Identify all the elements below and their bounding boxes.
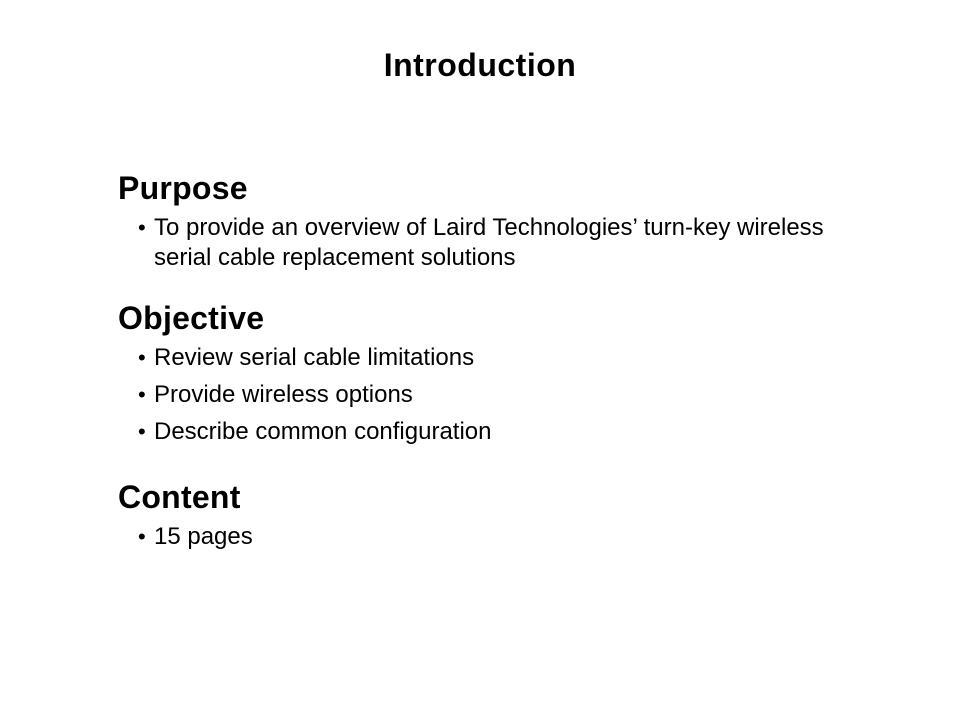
list-item: • Provide wireless options (118, 380, 844, 410)
bullet-list-content: • 15 pages (118, 522, 844, 552)
bullet-list-purpose: • To provide an overview of Laird Techno… (118, 213, 844, 273)
bullet-text: To provide an overview of Laird Technolo… (154, 214, 824, 271)
section-objective: Objective • Review serial cable limitati… (118, 299, 844, 447)
list-item: • Review serial cable limitations (118, 343, 844, 373)
section-content: Content • 15 pages (118, 478, 844, 552)
bullet-icon: • (138, 382, 146, 407)
bullet-icon: • (138, 419, 146, 444)
bullet-icon: • (138, 524, 146, 549)
bullet-icon: • (138, 345, 146, 370)
slide-title: Introduction (383, 47, 577, 83)
list-item: • To provide an overview of Laird Techno… (118, 213, 844, 273)
bullet-text: Provide wireless options (154, 381, 413, 408)
bullet-text: Review serial cable limitations (154, 344, 475, 371)
list-item: • 15 pages (118, 522, 844, 552)
section-heading-purpose: Purpose (118, 170, 248, 206)
section-heading-objective: Objective (118, 300, 265, 336)
bullet-text: Describe common configuration (154, 418, 492, 445)
section-purpose: Purpose • To provide an overview of Lair… (118, 169, 844, 273)
section-heading-content: Content (118, 479, 241, 515)
bullet-text: 15 pages (154, 523, 253, 550)
bullet-icon: • (138, 215, 146, 240)
list-item: • Describe common configuration (118, 417, 844, 447)
bullet-list-objective: • Review serial cable limitations • Prov… (118, 343, 844, 447)
